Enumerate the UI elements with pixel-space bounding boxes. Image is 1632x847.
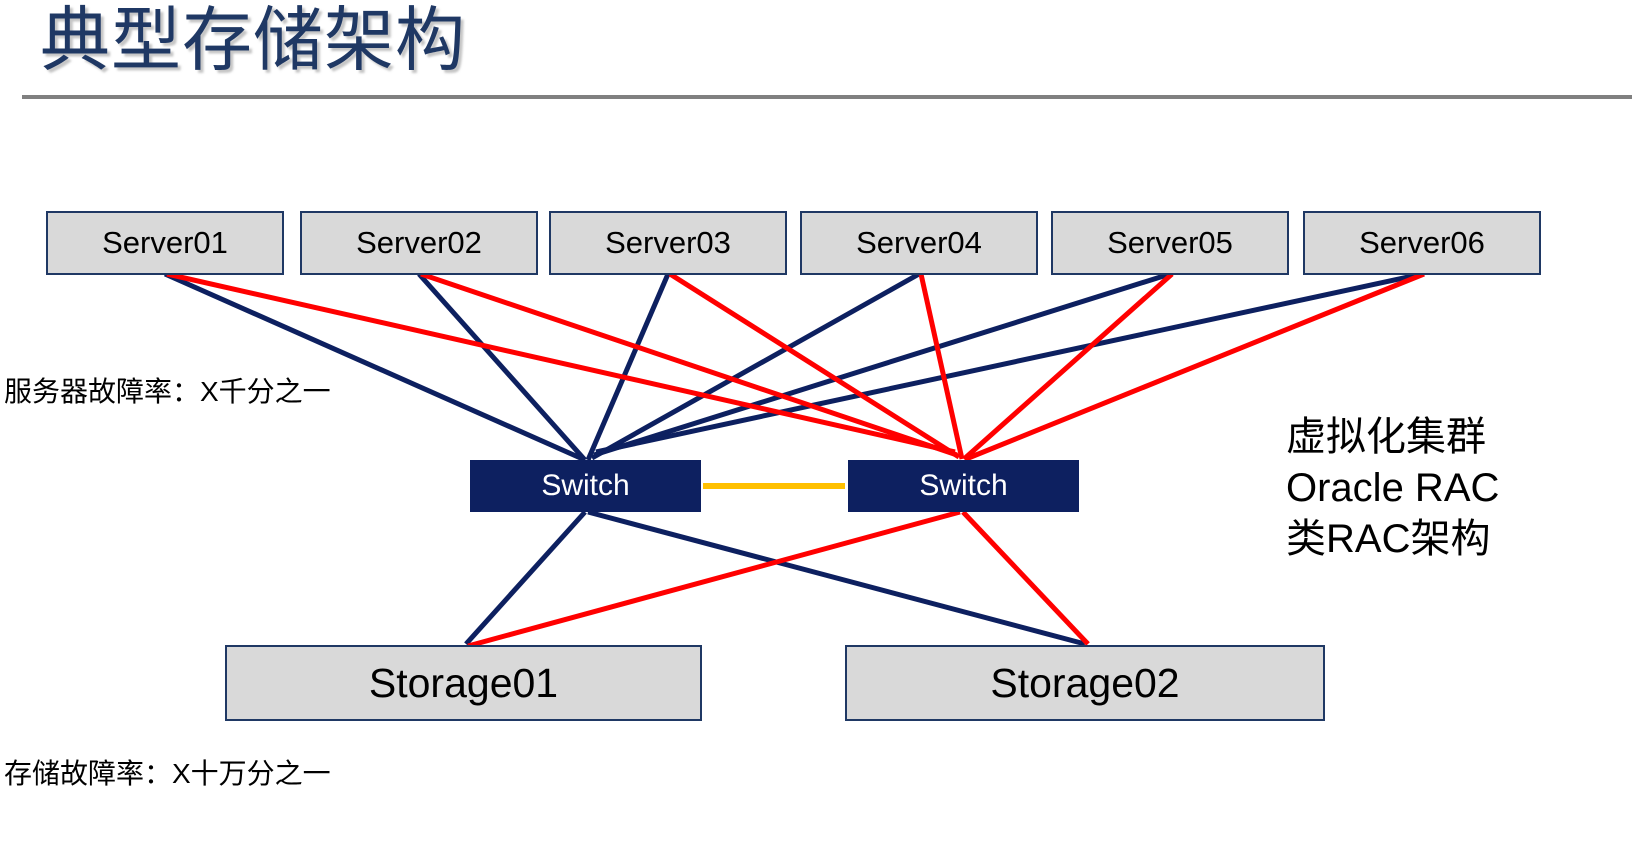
server-failure-rate-label: 服务器故障率：X千分之一	[4, 376, 331, 407]
server-box-03[interactable]: Server03	[549, 211, 787, 275]
link-server05-switch-left	[593, 271, 1171, 458]
link-server01-switch-right	[166, 271, 956, 455]
link-server01-switch-left	[163, 271, 587, 463]
link-server04-switch-left	[590, 271, 921, 461]
server-box-06[interactable]: Server06	[1303, 211, 1541, 275]
link-switch-right-storage02	[961, 510, 1090, 646]
server-box-05[interactable]: Server05	[1051, 211, 1289, 275]
title-divider	[22, 95, 1632, 99]
link-server02-switch-right	[420, 271, 958, 458]
server-label: Server01	[102, 225, 228, 260]
storage-label: Storage02	[990, 659, 1180, 706]
cluster-note-line-2: Oracle RAC	[1286, 466, 1500, 511]
link-server04-switch-right	[918, 273, 965, 460]
link-server05-switch-right	[962, 272, 1174, 461]
server-label: Server03	[605, 225, 731, 260]
link-server03-switch-left	[585, 273, 671, 461]
link-switch-left-storage02	[587, 509, 1086, 647]
page-title: 典型存储架构	[40, 1, 466, 79]
server-label: Server02	[356, 225, 482, 260]
server-label: Server05	[1107, 225, 1233, 260]
storage-failure-rate-label: 存储故障率：X十万分之一	[4, 758, 331, 789]
server-box-04[interactable]: Server04	[800, 211, 1038, 275]
cluster-note-line-3: 类RAC架构	[1286, 517, 1491, 562]
cluster-note-line-1: 虚拟化集群	[1286, 415, 1486, 459]
storage-label: Storage01	[368, 659, 559, 706]
server-label: Server04	[856, 225, 982, 260]
switch-box-left[interactable]: Switch	[470, 460, 701, 512]
switch-box-right[interactable]: Switch	[848, 460, 1079, 512]
link-server03-switch-right	[668, 271, 961, 460]
switch-label: Switch	[919, 469, 1008, 502]
link-switch-right-storage01	[467, 509, 961, 649]
switch-label: Switch	[541, 469, 630, 502]
link-switch-left-storage01	[464, 510, 587, 646]
link-server02-switch-left	[417, 272, 587, 462]
server-label: Server06	[1359, 225, 1485, 260]
storage-box-01[interactable]: Storage01	[225, 645, 702, 721]
server-box-02[interactable]: Server02	[300, 211, 538, 275]
link-server06-switch-right	[965, 271, 1425, 462]
cluster-note: 虚拟化集群 Oracle RAC 类RAC架构	[1286, 412, 1499, 566]
storage-box-02[interactable]: Storage02	[845, 645, 1325, 721]
server-box-01[interactable]: Server01	[46, 211, 284, 275]
link-server06-switch-left	[595, 271, 1423, 455]
